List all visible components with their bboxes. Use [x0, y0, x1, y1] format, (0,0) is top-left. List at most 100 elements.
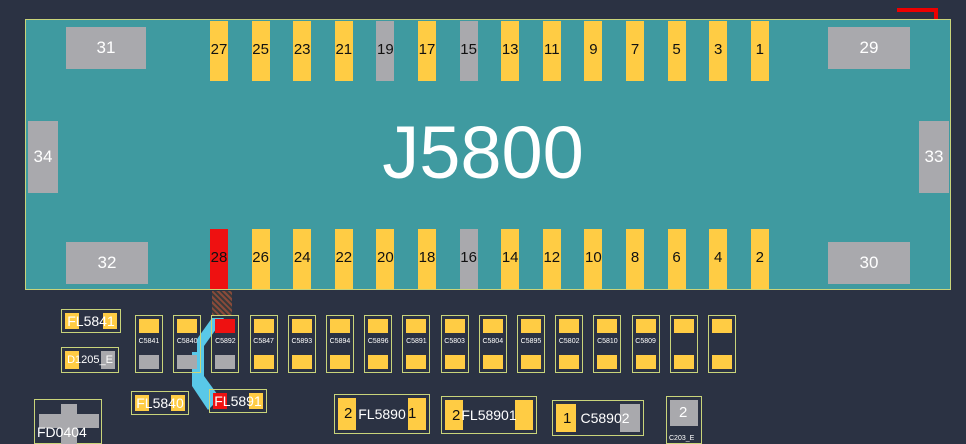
- pin-10[interactable]: 10: [584, 229, 603, 289]
- capacitor[interactable]: [669, 315, 698, 373]
- pin-number: 28: [210, 249, 228, 266]
- pin-6[interactable]: 6: [667, 229, 686, 289]
- pin-15[interactable]: 15: [459, 21, 478, 81]
- mounting-pad-32[interactable]: 32: [66, 242, 148, 284]
- capacitor[interactable]: C5810: [593, 315, 622, 373]
- pin-28[interactable]: 28: [210, 229, 228, 289]
- pin-2: 2: [344, 405, 353, 422]
- filter-fl5890[interactable]: 2 1 FL5890: [334, 394, 430, 434]
- capacitor[interactable]: C5893: [287, 315, 316, 373]
- pin-4[interactable]: 4: [709, 229, 728, 289]
- mounting-pad-29[interactable]: 29: [828, 27, 910, 69]
- mounting-pad-31[interactable]: 31: [66, 27, 146, 69]
- pin-number: 16: [460, 249, 477, 266]
- gap: [330, 336, 350, 352]
- gap: [215, 336, 236, 352]
- side-pad-34[interactable]: 34: [28, 121, 58, 193]
- pin-number: 4: [714, 249, 723, 266]
- pad: [139, 355, 159, 369]
- pad: [171, 395, 185, 411]
- pin-25[interactable]: 25: [251, 21, 270, 81]
- capacitor[interactable]: C5894: [326, 315, 354, 373]
- capacitor[interactable]: C5803: [440, 315, 469, 373]
- pin-3[interactable]: 3: [709, 21, 728, 81]
- filter-fl5840[interactable]: FL5840: [131, 391, 189, 415]
- gap: [673, 336, 694, 352]
- pad: [620, 404, 640, 432]
- trace-stub: [212, 291, 232, 315]
- capacitor-label: C5841: [138, 338, 160, 345]
- pad: [597, 319, 618, 333]
- pad: [291, 355, 312, 369]
- pad: [408, 398, 426, 430]
- capacitor[interactable]: C5804: [478, 315, 507, 373]
- capacitor[interactable]: C5892: [211, 315, 240, 373]
- mounting-pad-30[interactable]: 30: [828, 242, 910, 284]
- capacitor-label: C5840: [176, 338, 198, 345]
- gap: [253, 336, 274, 352]
- capacitor[interactable]: C5809: [631, 315, 660, 373]
- pin-17[interactable]: 17: [418, 21, 436, 81]
- pin-number: 18: [418, 249, 436, 266]
- pin-13[interactable]: 13: [501, 21, 520, 81]
- pin-18[interactable]: 18: [418, 229, 436, 289]
- gap: [712, 336, 732, 352]
- pad: [65, 351, 79, 369]
- capacitor-label: C5804: [482, 338, 504, 345]
- filter-label: FL5841: [67, 313, 115, 329]
- pin-5[interactable]: 5: [667, 21, 686, 81]
- gap: [139, 336, 159, 352]
- gap: [559, 336, 580, 352]
- pin-12[interactable]: 12: [542, 229, 561, 289]
- capacitor[interactable]: C5891: [402, 315, 431, 373]
- pad: [635, 319, 656, 333]
- pin-14[interactable]: 14: [501, 229, 520, 289]
- diode-fd0404[interactable]: FD0404: [34, 399, 102, 444]
- pin-16[interactable]: 16: [459, 229, 478, 289]
- capacitor[interactable]: [708, 315, 736, 373]
- gap: [444, 336, 465, 352]
- pad: [177, 355, 198, 369]
- capacitor-c58902[interactable]: 1 C58902: [552, 400, 644, 436]
- pin-number: 5: [672, 41, 681, 58]
- capacitor[interactable]: C5841: [135, 315, 163, 373]
- pin-19[interactable]: 19: [376, 21, 395, 81]
- pad: [635, 355, 656, 369]
- pin-22[interactable]: 22: [334, 229, 353, 289]
- pin-2[interactable]: 2: [750, 229, 769, 289]
- capacitor[interactable]: C5847: [249, 315, 278, 373]
- pin-11[interactable]: 11: [542, 21, 561, 81]
- gap: [368, 336, 389, 352]
- filter-fl58901[interactable]: 2 FL58901: [441, 396, 537, 434]
- pin-27[interactable]: 27: [210, 21, 228, 81]
- gap: [597, 336, 618, 352]
- connector-body[interactable]: [25, 19, 951, 290]
- pin-24[interactable]: 24: [293, 229, 312, 289]
- pin-8[interactable]: 8: [626, 229, 644, 289]
- pad: [103, 313, 117, 329]
- pad: [673, 319, 694, 333]
- capacitor[interactable]: C5802: [555, 315, 584, 373]
- pin-7[interactable]: 7: [626, 21, 644, 81]
- pad: [521, 319, 541, 333]
- pin-21[interactable]: 21: [334, 21, 353, 81]
- diode-d1205[interactable]: D1205_E: [61, 347, 119, 373]
- pin-23[interactable]: 23: [293, 21, 312, 81]
- pin-1[interactable]: 1: [750, 21, 769, 81]
- pin-2: 2: [679, 404, 688, 421]
- diode-label: FD0404: [37, 424, 87, 440]
- pin-26[interactable]: 26: [251, 229, 270, 289]
- capacitor[interactable]: C5840: [173, 315, 202, 373]
- side-pad-33[interactable]: 33: [919, 121, 949, 193]
- pin-9[interactable]: 9: [584, 21, 603, 81]
- filter-fl5841[interactable]: FL5841: [61, 309, 121, 333]
- capacitor[interactable]: C5896: [364, 315, 393, 373]
- pin-20[interactable]: 20: [376, 229, 395, 289]
- capacitor-label: C5894: [329, 338, 351, 345]
- filter-fl5891[interactable]: FL5891: [209, 389, 267, 413]
- pad: [101, 351, 115, 369]
- pin-number: 19: [377, 41, 394, 58]
- pin-number: 3: [714, 41, 723, 58]
- capacitor[interactable]: C5895: [517, 315, 545, 373]
- capacitor-c203[interactable]: 2 C203_E: [666, 396, 702, 444]
